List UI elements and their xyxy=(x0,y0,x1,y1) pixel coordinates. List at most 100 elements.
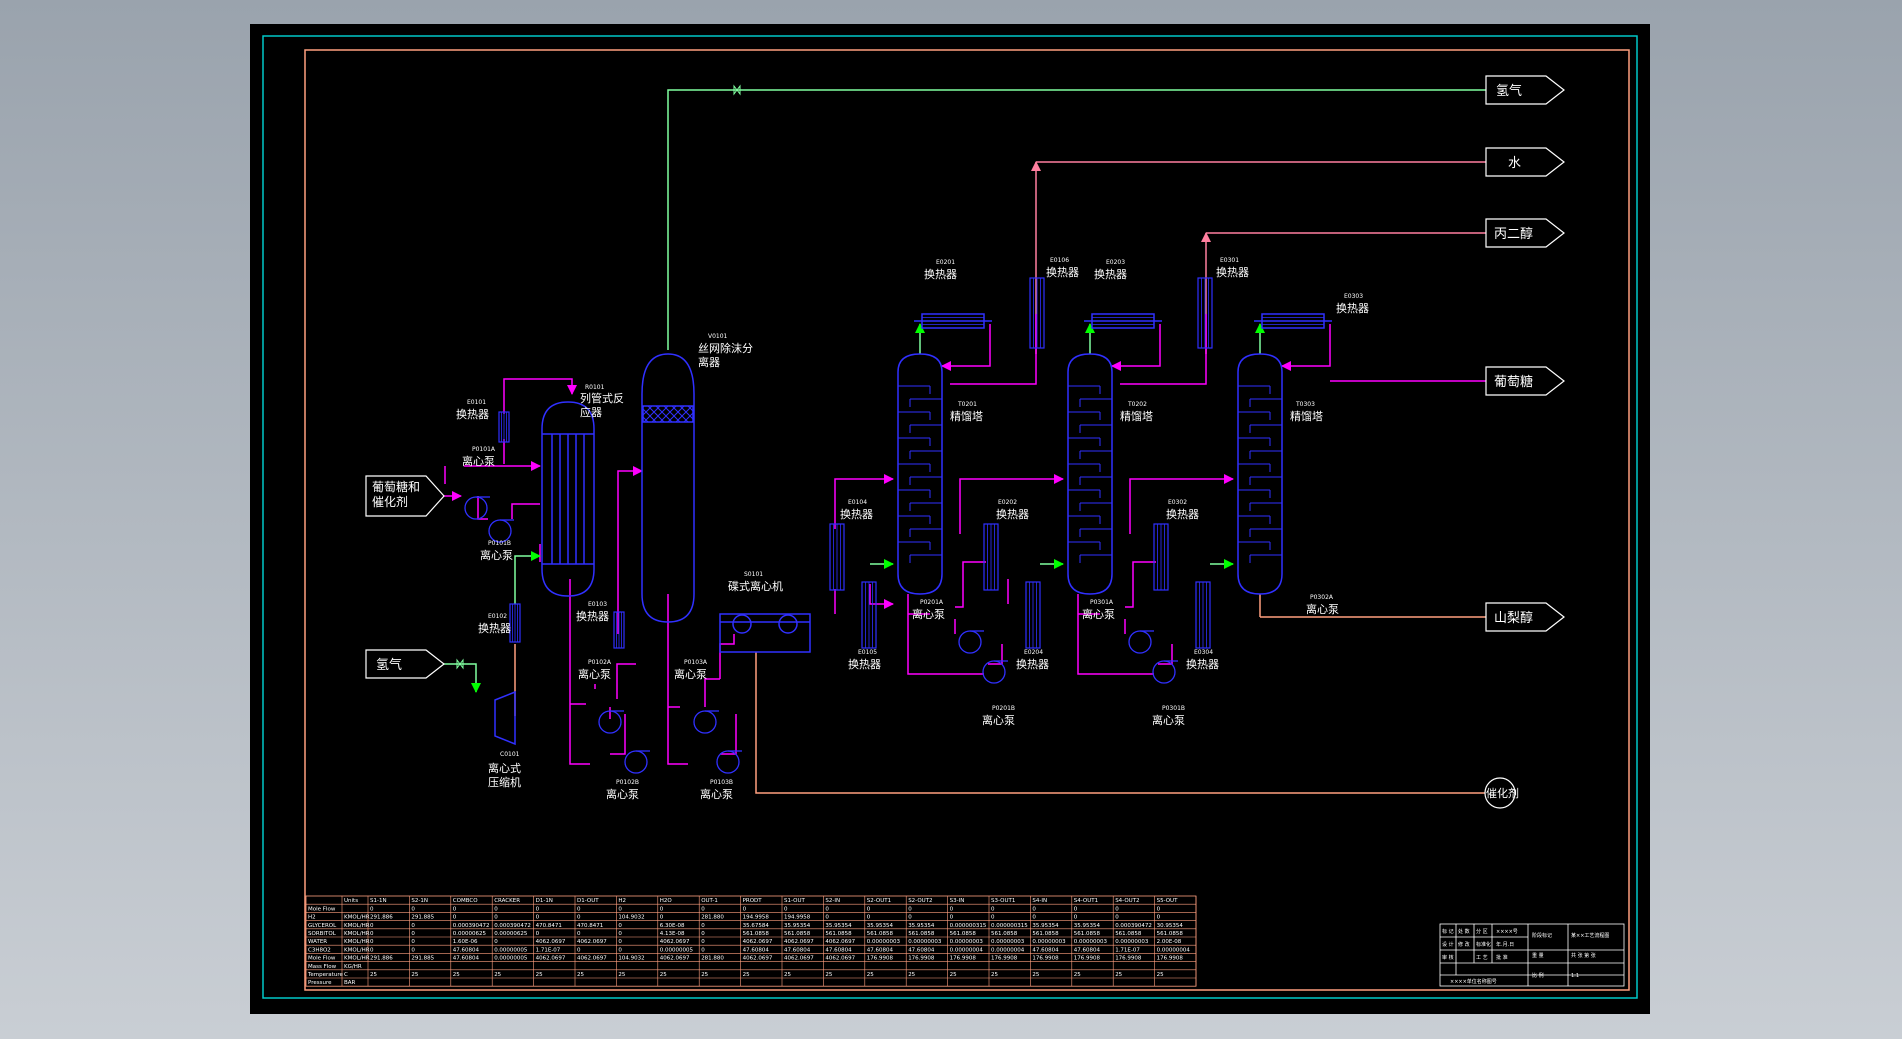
tag-p0201b: P0201B xyxy=(992,705,1015,712)
stream-table-cell: 561.0858 xyxy=(784,931,811,937)
stream-table-cell: 25 xyxy=(618,972,625,978)
stream-table-cell: 25 xyxy=(701,972,708,978)
stream-table-cell: 35.95354 xyxy=(908,923,935,929)
title-block-cell: 某××工艺流程图 xyxy=(1571,932,1609,939)
title-block-cell: 1:1 xyxy=(1571,973,1579,979)
tag-p0103b: P0103B xyxy=(710,779,733,786)
stream-table-cell: 47.60804 xyxy=(867,947,894,953)
stream-table-cell: 47.60804 xyxy=(784,947,811,953)
tag-e0304: E0304 xyxy=(1194,649,1213,656)
stream-table-cell: 0 xyxy=(494,906,498,912)
stream-table-cell: WATER xyxy=(308,939,327,945)
stream-table-cell: 0 xyxy=(908,915,912,921)
flag-sorbitol xyxy=(1485,602,1565,632)
name-p0103a: 离心泵 xyxy=(674,667,707,681)
stream-table-cell: KG/HR xyxy=(344,964,362,970)
title-block-cell: ××××号 xyxy=(1496,929,1518,935)
stream-table-cell: 47.60804 xyxy=(453,947,480,953)
stream-table-cell: 0 xyxy=(411,923,415,929)
stream-table-cell: 561.0858 xyxy=(950,931,977,937)
name-e0103: 换热器 xyxy=(576,609,609,623)
tag-p0102a: P0102A xyxy=(588,659,612,666)
stream-table-cell: KMOL/HR xyxy=(344,915,370,921)
stream-table-cell: 0 xyxy=(743,906,747,912)
pump-p0101b xyxy=(488,519,514,543)
stream-table-cell: 0.00000003 xyxy=(1074,939,1108,945)
stream-table-cell: GLYCEROL xyxy=(308,923,337,929)
stream-table-header: S3-OUT1 xyxy=(991,898,1015,904)
stream-table-cell: 291.885 xyxy=(411,956,434,962)
stream-table-cell: 25 xyxy=(577,972,584,978)
stream-table-cell: Temperature xyxy=(307,972,343,978)
stream-table-cell: 0 xyxy=(950,915,954,921)
name-p0102a: 离心泵 xyxy=(578,667,611,681)
stream-table-cell: 0 xyxy=(1157,906,1161,912)
stream-table-cell: 0 xyxy=(577,915,581,921)
stream-table-cell: 47.60804 xyxy=(825,947,852,953)
stream-table-cell: 561.0858 xyxy=(743,931,770,937)
title-block-cell: 审 核 xyxy=(1442,954,1454,961)
stream-table-cell: 35.95354 xyxy=(1074,923,1101,929)
stream-table-cell: 0.00000003 xyxy=(1032,939,1066,945)
reactor-r0101 xyxy=(541,401,595,597)
stream-table-cell: 0 xyxy=(577,947,581,953)
stream-table-cell: 25 xyxy=(867,972,874,978)
stream-table-cell: 35.95354 xyxy=(867,923,894,929)
stream-table-cell: 35.67584 xyxy=(743,923,770,929)
stream-table-cell: BAR xyxy=(344,980,356,986)
stream-table-cell: 0 xyxy=(370,939,374,945)
stream-table-cell: 47.60804 xyxy=(743,947,770,953)
title-block-cell: 重 量 xyxy=(1532,952,1544,959)
stream-table-cell: 0 xyxy=(536,906,540,912)
flag-glucose xyxy=(1485,366,1565,396)
stream-table-cell: 561.0858 xyxy=(908,931,935,937)
flag-feed xyxy=(365,475,445,517)
stream-table-cell: 0.00000004 xyxy=(991,947,1025,953)
name-p0102b: 离心泵 xyxy=(606,787,639,801)
stream-table-cell: 561.0858 xyxy=(991,931,1018,937)
tag-e0106: E0106 xyxy=(1050,257,1069,264)
name-e0302: 换热器 xyxy=(1166,507,1199,521)
name-t0202: 精馏塔 xyxy=(1120,409,1153,423)
stream-table-cell: 176.9908 xyxy=(1074,956,1101,962)
stream-table-header: S5-OUT xyxy=(1157,898,1178,904)
name-p0101b: 离心泵 xyxy=(480,548,513,562)
stream-table-cell: 0.000390472 xyxy=(494,923,531,929)
stream-table-header: PRODT xyxy=(743,898,763,904)
stream-table-cell: 561.0858 xyxy=(825,931,852,937)
pump-p0101a xyxy=(464,496,490,520)
name-p0301b: 离心泵 xyxy=(1152,713,1185,727)
title-block-cell: 设 计 xyxy=(1442,941,1454,948)
stream-table-header: S2-1N xyxy=(411,898,428,904)
name-p0301a: 离心泵 xyxy=(1082,607,1115,621)
stream-table-cell: 176.9908 xyxy=(1115,956,1142,962)
name-e0203: 换热器 xyxy=(1094,267,1127,281)
stream-table-cell: 0 xyxy=(1032,906,1036,912)
name-p0302a: 离心泵 xyxy=(1306,602,1339,616)
stream-table-cell: 0.000000315 xyxy=(950,923,987,929)
column-t0201 xyxy=(897,353,943,595)
stream-table-cell: 0 xyxy=(370,923,374,929)
stream-table-cell: 0 xyxy=(784,906,788,912)
tag-e0102: E0102 xyxy=(488,613,507,620)
name-e0301: 换热器 xyxy=(1216,265,1249,279)
stream-table-cell: 1.71E-07 xyxy=(536,947,561,953)
tag-p0301b: P0301B xyxy=(1162,705,1185,712)
stream-table-header: D1-OUT xyxy=(577,898,599,904)
stream-table-header: Units xyxy=(344,898,358,904)
stream-table-cell: 0.00000004 xyxy=(950,947,984,953)
stream-table-cell: 4062.0697 xyxy=(784,956,814,962)
stream-table-cell: KMOL/HR xyxy=(344,923,370,929)
stream-table-cell: 4.13E-08 xyxy=(660,931,685,937)
label-catalyst: 催化剂 xyxy=(1486,786,1519,800)
tag-p0201a: P0201A xyxy=(920,599,944,606)
stream-table-cell: 0 xyxy=(1115,906,1119,912)
label-feed: 葡萄糖和催化剂 xyxy=(372,479,420,509)
name-p0201a: 离心泵 xyxy=(912,607,945,621)
stream-table-header: S2-IN xyxy=(825,898,840,904)
stream-table-cell: 0.000390472 xyxy=(453,923,490,929)
title-block-cell: 分 区 xyxy=(1476,928,1488,935)
tag-t0201: T0201 xyxy=(957,401,977,408)
tag-e0203: E0203 xyxy=(1106,259,1125,266)
tag-e0301: E0301 xyxy=(1220,257,1239,264)
